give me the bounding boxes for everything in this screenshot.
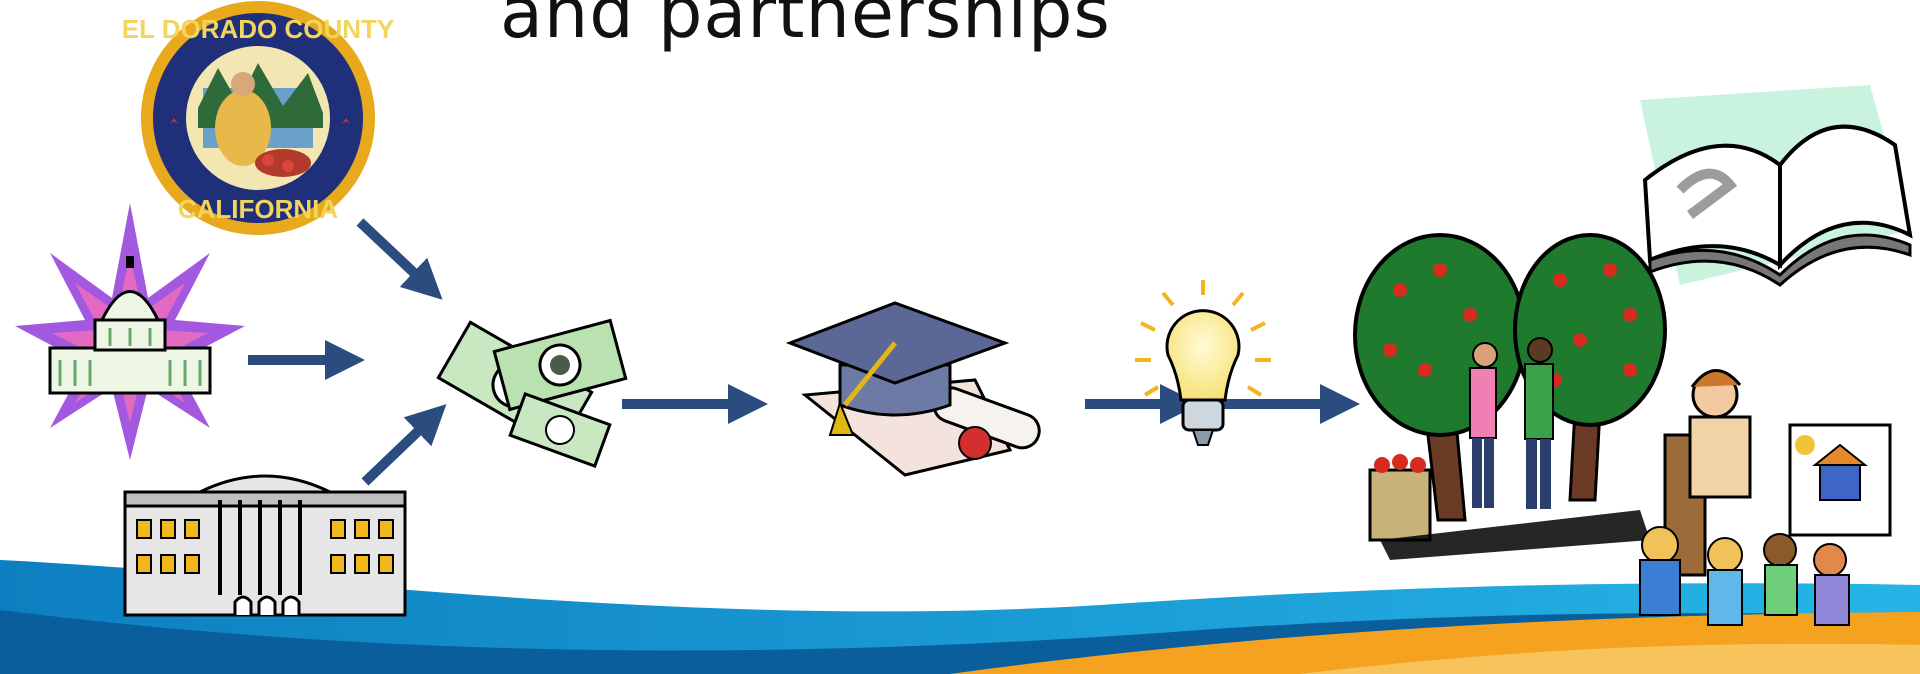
graduation-cap-icon (785, 301, 1041, 477)
apple-trees-icon (1353, 233, 1667, 560)
open-book-icon (1640, 85, 1913, 287)
slide-title: and partnerships (500, 0, 1111, 54)
flow-arrows (248, 218, 1360, 486)
bottom-wave (0, 560, 1920, 674)
teacher-children-icon (1639, 369, 1892, 626)
county-seal-icon: EL DORADO COUNTY CALIFORNIA (122, 1, 395, 235)
arrow-whitehouse-to-money (361, 404, 447, 486)
white-house-icon (123, 474, 407, 617)
arrow-seal-to-money (356, 218, 443, 300)
child-3 (1763, 533, 1798, 616)
capitol-icon (15, 203, 245, 460)
person-left (1469, 342, 1498, 508)
money-icon (436, 318, 628, 468)
person-right (1524, 337, 1554, 509)
seal-bottom-text: CALIFORNIA (178, 194, 339, 224)
lightbulb-icon (1135, 280, 1271, 446)
child-4 (1813, 543, 1850, 626)
child-2 (1707, 537, 1743, 626)
seal-top-text: EL DORADO COUNTY (122, 14, 395, 44)
child-1 (1639, 526, 1681, 616)
